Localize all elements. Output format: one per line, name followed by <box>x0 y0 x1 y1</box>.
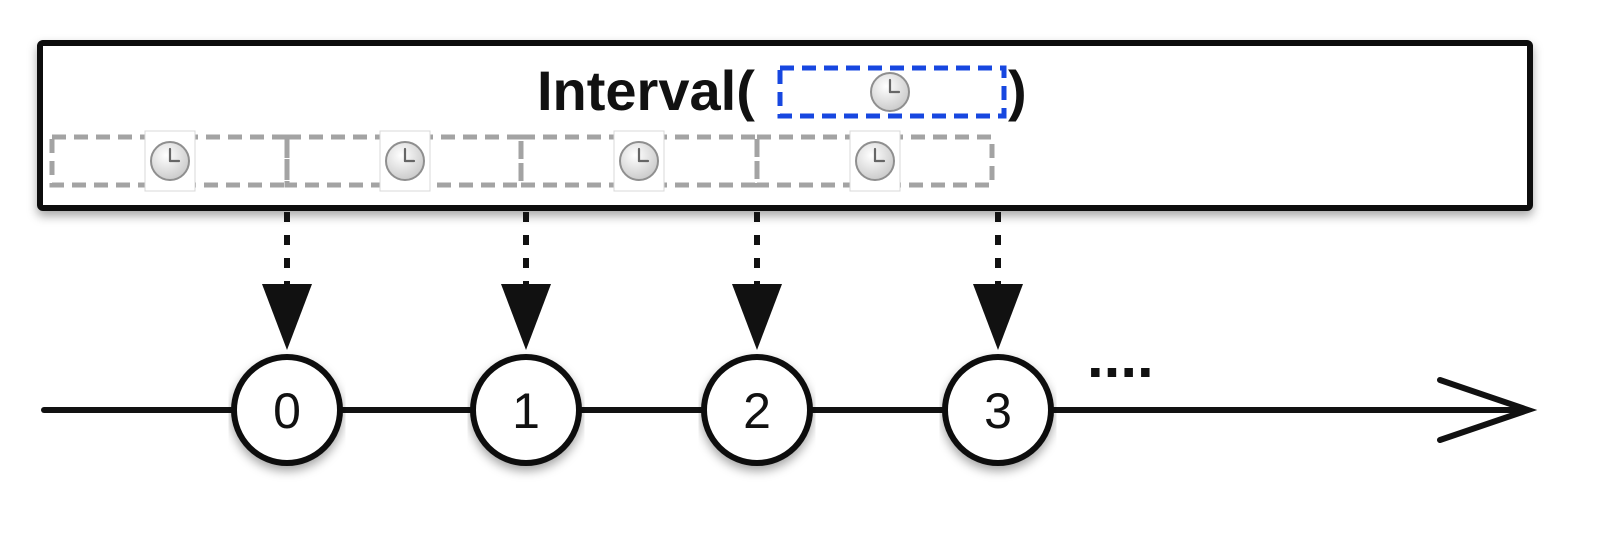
marble-label: 2 <box>743 383 771 439</box>
emission-arrow-head <box>973 284 1023 350</box>
emission-arrow-head <box>501 284 551 350</box>
emitted-item-marble: 0 <box>231 354 343 466</box>
clock-icon <box>618 140 660 182</box>
clock-icon <box>149 140 191 182</box>
marble-circle <box>231 354 343 466</box>
clock-icon <box>854 140 896 182</box>
operator-title: Interval( <box>537 59 755 122</box>
timeline-arrowhead <box>1437 377 1538 443</box>
interval-argument-box <box>777 65 1007 119</box>
marble-circle <box>701 354 813 466</box>
marble-label: 1 <box>512 383 540 439</box>
emission-arrow-head <box>732 284 782 350</box>
marble-label: 3 <box>984 383 1012 439</box>
continuation-ellipsis: .... <box>1087 323 1154 390</box>
emission-arrows <box>262 212 1023 350</box>
operator-title-close: ) <box>1008 59 1027 122</box>
marble-circle <box>470 354 582 466</box>
timer-periods <box>49 130 995 192</box>
emitted-item-marble: 1 <box>470 354 582 466</box>
emission-arrow-head <box>262 284 312 350</box>
marble-circle <box>942 354 1054 466</box>
emitted-item-marble: 2 <box>701 354 813 466</box>
emitted-item-marble: 3 <box>942 354 1054 466</box>
clock-icon <box>869 71 911 113</box>
marble-label: 0 <box>273 383 301 439</box>
emitted-items: 0 1 2 3 <box>231 354 1054 466</box>
clock-icon <box>384 140 426 182</box>
